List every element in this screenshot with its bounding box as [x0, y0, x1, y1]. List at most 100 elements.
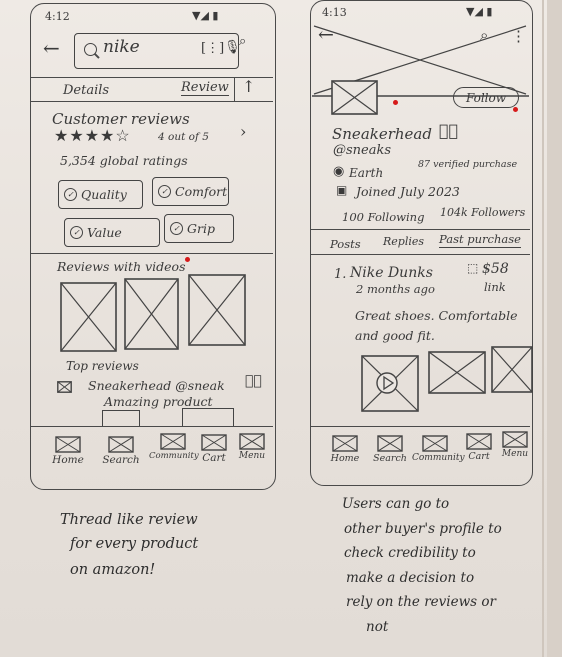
- nav-home[interactable]: Home: [327, 435, 363, 464]
- top-reviews-title: Top reviews: [66, 359, 139, 373]
- camera-icon[interactable]: ⌕: [239, 34, 247, 49]
- verified-check-icon: ✓⃝: [245, 373, 262, 389]
- right-nav-top-rule: [311, 426, 530, 428]
- profile-name: Sneakerhead: [332, 125, 432, 143]
- left-status-icons: ▼◢ ▮: [192, 9, 219, 22]
- mic-icon[interactable]: 🎙: [224, 40, 241, 55]
- profile-handle: @sneaks: [333, 143, 392, 158]
- nav-cart[interactable]: Cart: [196, 434, 232, 464]
- nav-home[interactable]: Home: [48, 436, 88, 466]
- annotation-dot: [393, 100, 398, 105]
- check-icon: ✓: [70, 226, 83, 239]
- calendar-icon: ▣: [336, 183, 348, 197]
- community-icon: [160, 433, 186, 450]
- search-icon[interactable]: ⌕: [480, 26, 489, 44]
- back-arrow-icon[interactable]: ←: [43, 36, 60, 60]
- follow-button[interactable]: Follow: [453, 87, 519, 108]
- scroll-up-icon[interactable]: ↑: [242, 77, 256, 96]
- video-thumbnail[interactable]: [124, 278, 179, 350]
- location-text: Earth: [349, 166, 384, 180]
- check-icon: ✓: [64, 188, 77, 201]
- search-input[interactable]: nike: [103, 37, 140, 57]
- chip-grip[interactable]: ✓Grip: [164, 214, 234, 243]
- nav-menu[interactable]: Menu: [500, 431, 530, 459]
- profile-avatar[interactable]: [331, 80, 378, 115]
- home-icon: [332, 435, 358, 452]
- tab-divider: [234, 77, 236, 101]
- chip-value[interactable]: ✓Value: [64, 218, 160, 247]
- search-icon: [108, 436, 134, 453]
- community-icon: [422, 435, 448, 452]
- ratings-count: 5,354 global ratings: [60, 153, 188, 168]
- nav-search[interactable]: Search: [370, 435, 410, 464]
- post-image[interactable]: [428, 351, 486, 394]
- nav-menu[interactable]: Menu: [234, 433, 270, 461]
- cart-icon: [466, 433, 492, 450]
- annotation-dot: [185, 257, 190, 262]
- back-arrow-icon[interactable]: ←: [318, 24, 334, 46]
- check-icon: ✓: [158, 185, 171, 198]
- rating-text: 4 out of 5: [158, 131, 209, 143]
- following-count[interactable]: 100 Following: [342, 210, 425, 224]
- reviews-title: Customer reviews: [52, 110, 190, 128]
- right-phone-frame: [310, 0, 533, 486]
- reviewer-avatar[interactable]: [57, 381, 72, 393]
- location-icon: ◉: [333, 164, 345, 179]
- check-icon: ✓: [170, 222, 183, 235]
- left-phone-frame: [30, 3, 276, 490]
- nav-community[interactable]: Community: [149, 433, 199, 461]
- tab-replies[interactable]: Replies: [383, 235, 425, 248]
- video-thumbnail[interactable]: [60, 282, 117, 352]
- post-index: 1.: [334, 267, 347, 282]
- chip-comfort[interactable]: ✓Comfort: [152, 177, 229, 206]
- right-tabs-top-rule: [311, 229, 530, 231]
- followers-count[interactable]: 104k Followers: [440, 206, 526, 219]
- review-image[interactable]: [102, 410, 140, 427]
- review-title: Amazing product: [104, 394, 213, 409]
- review-image[interactable]: [182, 408, 234, 427]
- menu-icon: [239, 433, 265, 450]
- home-icon: [55, 436, 81, 453]
- paper-edge: [547, 0, 562, 657]
- tab-details[interactable]: Details: [63, 83, 110, 98]
- tab-review[interactable]: Review: [181, 80, 229, 96]
- chip-quality[interactable]: ✓Quality: [58, 180, 143, 209]
- menu-icon: [502, 431, 528, 448]
- post-product[interactable]: Nike Dunks: [350, 265, 433, 281]
- video-thumbnail[interactable]: [188, 274, 246, 346]
- post-text: Great shoes. Comfortable and good fit.: [355, 308, 518, 343]
- tab-past-purchase[interactable]: Past purchase: [439, 232, 521, 248]
- tab-posts[interactable]: Posts: [330, 237, 361, 251]
- post-link[interactable]: link: [484, 280, 506, 294]
- post-video[interactable]: [361, 355, 419, 412]
- right-note: Users can go to other buyer's profile to…: [342, 496, 502, 635]
- left-tabs-top-rule: [31, 77, 273, 79]
- search-icon: [84, 43, 97, 56]
- right-tabs-bottom-rule: [311, 254, 530, 256]
- left-tabs-bottom-rule: [31, 101, 273, 103]
- verified-purchases: 87 verified purchase: [418, 159, 518, 170]
- verified-check-icon: ✓⃝: [439, 121, 459, 140]
- reviews-expand-icon[interactable]: ›: [240, 122, 247, 141]
- reviewer-name[interactable]: Sneakerhead @sneak: [88, 378, 225, 393]
- more-options-icon[interactable]: ⋮: [511, 27, 526, 45]
- paper-fold-line: [542, 0, 544, 657]
- post-price: $58: [482, 261, 509, 277]
- nav-community[interactable]: Community: [412, 435, 465, 463]
- post-time: 2 months ago: [356, 282, 435, 296]
- nav-search[interactable]: Search: [98, 436, 144, 466]
- right-status-icons: ▼◢ ▮: [466, 5, 493, 18]
- post-image[interactable]: [491, 346, 533, 393]
- scan-icon[interactable]: [⋮]: [201, 41, 225, 56]
- search-bar[interactable]: [74, 33, 239, 69]
- left-section-divider: [31, 253, 273, 255]
- joined-date: Joined July 2023: [356, 184, 460, 199]
- search-icon: [377, 435, 403, 452]
- right-status-time: 4:13: [322, 6, 347, 19]
- left-note: Thread like review for every product on …: [60, 512, 199, 578]
- cart-icon: [201, 434, 227, 451]
- star-rating: ★★★★☆: [54, 126, 131, 145]
- nav-cart[interactable]: Cart: [462, 433, 496, 462]
- price-tag-icon: ⬚: [467, 261, 479, 275]
